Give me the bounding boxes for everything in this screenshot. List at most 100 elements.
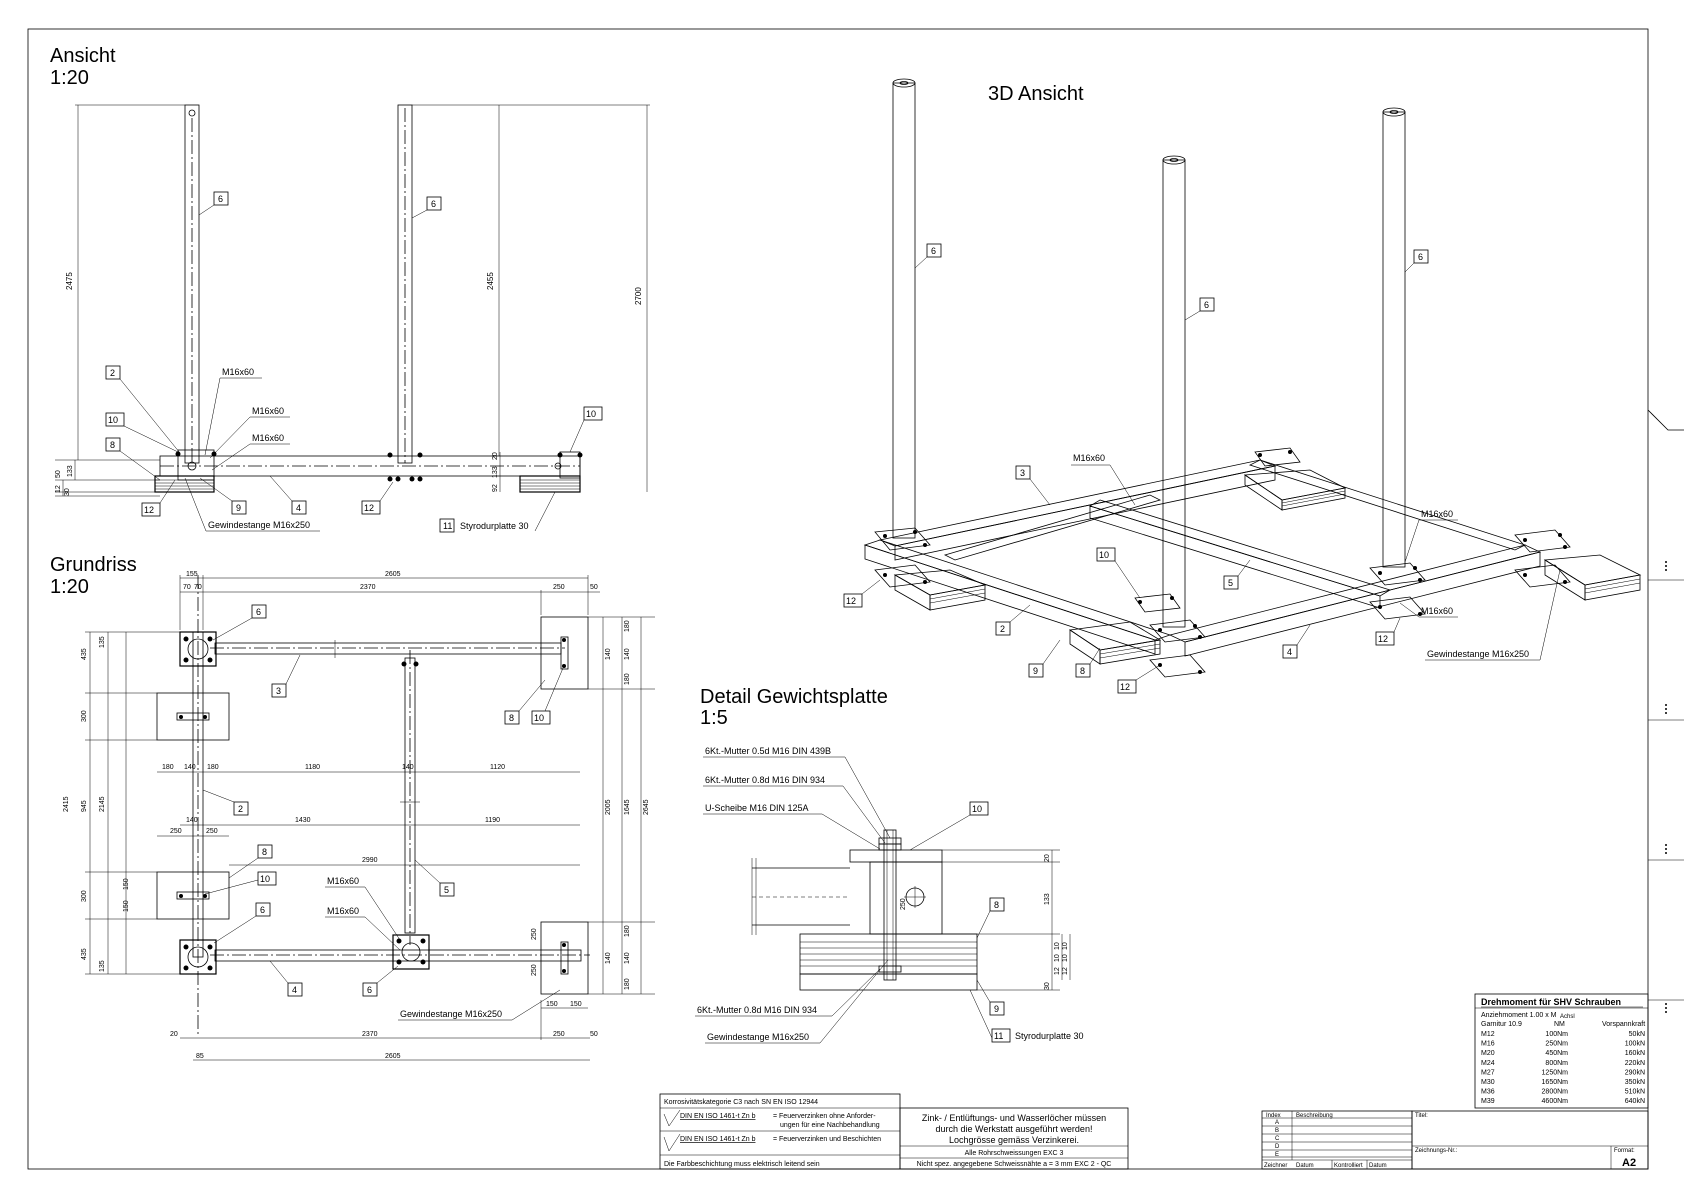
checkmark-icon (663, 1133, 681, 1152)
ansicht-scale: 1:20 (50, 67, 89, 89)
dim-250a: 250 (170, 828, 182, 835)
svg-text:12: 12 (1120, 682, 1130, 692)
svg-text:6: 6 (1418, 252, 1423, 262)
titel-label: Titel: (1415, 1113, 1428, 1119)
iso-m16x60-2: M16x60 (1421, 509, 1453, 519)
svg-text:6: 6 (260, 905, 265, 915)
dim-b150b: 150 (570, 1001, 582, 1008)
torque-cell: 50kN (1629, 1031, 1645, 1038)
torque-col-nm: NM (1554, 1021, 1565, 1028)
norm2: DIN EN ISO 1461-t Zn b (680, 1136, 756, 1143)
ansicht-m16x60-3: M16x60 (252, 433, 284, 443)
torque-cell: M24 (1481, 1060, 1495, 1067)
dim-2645: 2645 (643, 799, 650, 815)
part-tag: 8 (1075, 647, 1101, 678)
vertical-ellipsis-icon[interactable] (1665, 704, 1667, 714)
part-tag: 6 (1184, 297, 1215, 321)
part-tag: 6 (213, 902, 271, 944)
dim-140c: 140 (186, 817, 198, 824)
iso-view: M16x60 M16x60 M16x60 Gewindestange M16x2… (843, 78, 1642, 694)
vertical-ellipsis-icon[interactable] (1665, 561, 1667, 571)
detail-mutter05: 6Kt.-Mutter 0.5d M16 DIN 439B (705, 746, 831, 756)
grundriss-title: Grundriss (50, 554, 137, 576)
ansicht-m16x60-1: M16x60 (222, 367, 254, 377)
torque-cell: M16 (1481, 1041, 1495, 1048)
post-left (184, 104, 200, 464)
vertical-ellipsis-icon[interactable] (1665, 1003, 1667, 1013)
dim-r250b: 250 (531, 964, 538, 976)
zeichnungsnr-label: Zeichnungs-Nr.: (1415, 1148, 1458, 1154)
svg-text:9: 9 (1033, 666, 1038, 676)
torque-subtitle-sub: Achsl (1560, 1014, 1575, 1020)
ansicht3d-title: 3D Ansicht (988, 83, 1084, 105)
part-tag: 8 (504, 679, 546, 725)
torque-cell: 2800Nm (1542, 1089, 1569, 1096)
weld-note-2: Nicht spez. angegebene Schweissnähte a =… (917, 1161, 1112, 1168)
weld-note-1: Alle Rohrschweissungen EXC 3 (965, 1150, 1064, 1157)
svg-text:10: 10 (972, 804, 982, 814)
svg-text:12: 12 (846, 596, 856, 606)
rev-letter: E (1275, 1152, 1279, 1158)
dim-2455: 2455 (486, 272, 495, 290)
svg-text:8: 8 (509, 713, 514, 723)
rev-letter: D (1275, 1144, 1280, 1150)
rev-letter: C (1275, 1136, 1280, 1142)
vertical-ellipsis-icon[interactable] (1665, 844, 1667, 854)
dim-2605-top: 2605 (385, 571, 401, 578)
part-tag: 6 (411, 196, 442, 219)
svg-text:2: 2 (1000, 624, 1005, 634)
rev-letter: A (1275, 1120, 1279, 1126)
part-tag: 9 (199, 477, 247, 515)
torque-cell: M27 (1481, 1069, 1495, 1076)
svg-text:6: 6 (218, 194, 223, 204)
dim-b150a: 150 (546, 1001, 558, 1008)
torque-col-kraft: Vorspannkraft (1602, 1021, 1645, 1028)
part-tag: 4 (269, 475, 307, 515)
zink-note-1: Zink- / Entlüftungs- und Wasserlöcher mü… (922, 1113, 1106, 1123)
dim-r140a: 140 (605, 648, 612, 660)
part-tag: 10 (1096, 547, 1141, 599)
dim-1645: 1645 (624, 799, 631, 815)
torque-cell: 1650Nm (1542, 1079, 1569, 1086)
torque-cell: 800Nm (1545, 1060, 1568, 1067)
svg-text:12: 12 (364, 503, 374, 513)
svg-text:11: 11 (994, 1031, 1003, 1041)
torque-table: Drehmoment für SHV Schrauben Anziehmomen… (1474, 993, 1649, 1109)
svg-text:9: 9 (994, 1004, 999, 1014)
rev-kontrolliert: Kontrolliert (1334, 1163, 1363, 1169)
detail-dim-12: 12 (1054, 967, 1061, 975)
torque-cell: 100kN (1625, 1041, 1645, 1048)
part-tag: 12 (361, 481, 394, 515)
part-tag: 10 (105, 412, 179, 453)
part-tag: 9 (976, 979, 1005, 1016)
norm1: DIN EN ISO 1461-t Zn b (680, 1113, 756, 1120)
part-tag: 8 (105, 437, 161, 481)
torque-cell: 290kN (1625, 1069, 1645, 1076)
revision-block: Index Beschreibung A B C D E Zeichner Da… (1261, 1110, 1413, 1170)
dim-1190: 1190 (485, 817, 500, 824)
svg-text:8: 8 (110, 440, 115, 450)
svg-text:10: 10 (534, 713, 544, 723)
svg-text:5: 5 (444, 885, 449, 895)
dim-135b: 135 (99, 960, 106, 972)
part-tag: 2 (202, 789, 249, 816)
iso-m16x60-3: M16x60 (1421, 606, 1453, 616)
detail-title: Detail Gewichtsplatte (700, 686, 888, 708)
svg-text:8: 8 (1080, 666, 1085, 676)
format-label: Format: (1614, 1148, 1635, 1154)
part-tag: 10 (531, 667, 564, 725)
detail-styrodur: Styrodurplatte 30 (1015, 1031, 1084, 1041)
dim-r250a: 250 (531, 928, 538, 940)
svg-text:3: 3 (1020, 468, 1025, 478)
norm2-text: = Feuerverzinken und Beschichten (773, 1136, 881, 1143)
part-tag: 12 (141, 479, 176, 517)
part-tag: 10 (569, 406, 603, 453)
grundriss-m16x60-1: M16x60 (327, 876, 359, 886)
torque-col-garnitur: Garnitur 10.9 (1481, 1021, 1522, 1028)
zink-note-3: Lochgrösse gemäss Verzinkerei. (949, 1135, 1079, 1145)
